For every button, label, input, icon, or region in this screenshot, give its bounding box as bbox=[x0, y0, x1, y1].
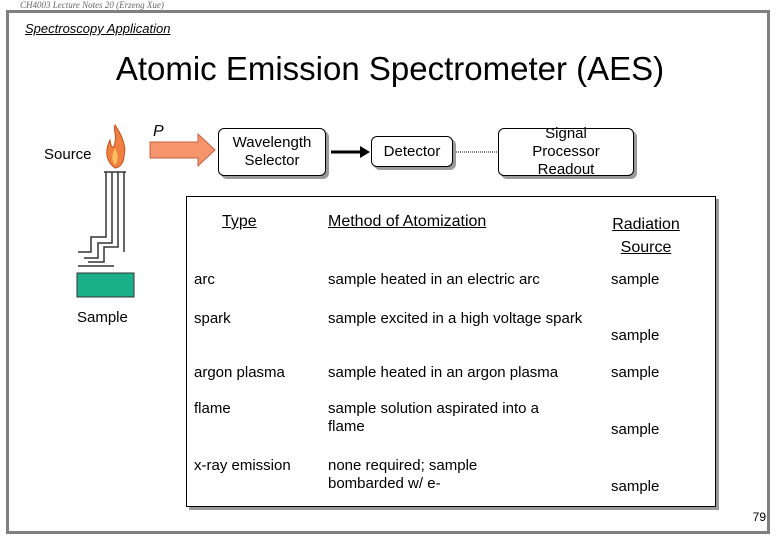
flame-icon bbox=[106, 123, 126, 169]
row-flame-type: flame bbox=[194, 400, 231, 417]
signal-processor-label: Signal Processor Readout bbox=[532, 125, 600, 178]
row-xray-method: none required; sample bombarded w/ e- bbox=[328, 457, 478, 492]
arrow-right-icon bbox=[360, 146, 370, 158]
emission-arrow-icon bbox=[149, 132, 216, 168]
outer-tube-left bbox=[78, 172, 107, 253]
wavelength-selector-label: Wavelength Selector bbox=[232, 134, 312, 169]
page-title: Atomic Emission Spectrometer (AES) bbox=[115, 50, 665, 87]
source-label: Source bbox=[44, 146, 92, 163]
sample-beaker bbox=[76, 272, 135, 298]
p-label: P bbox=[153, 123, 164, 140]
inner-tube-right bbox=[88, 172, 119, 263]
column-header-type: Type bbox=[222, 213, 257, 230]
wavelength-selector-box: Wavelength Selector bbox=[218, 128, 326, 176]
page-number: 79 bbox=[752, 510, 766, 524]
section-title: Spectroscopy Application bbox=[25, 21, 171, 36]
signal-processor-box: Signal Processor Readout bbox=[498, 125, 634, 178]
column-header-radiation: Radiation Source bbox=[612, 216, 680, 256]
row-flame-radiation: sample bbox=[611, 421, 660, 438]
row-spark-radiation: sample bbox=[611, 327, 660, 344]
row-argon-radiation: sample bbox=[611, 364, 660, 381]
row-xray-type: x-ray emission bbox=[194, 457, 291, 474]
row-arc-radiation: sample bbox=[611, 271, 660, 288]
slide-frame bbox=[6, 10, 770, 534]
column-header-method: Method of Atomization bbox=[328, 213, 487, 230]
detector-label: Detector bbox=[383, 142, 441, 160]
sample-label: Sample bbox=[77, 309, 128, 326]
aes-type-table bbox=[186, 196, 716, 507]
row-argon-type: argon plasma bbox=[194, 364, 285, 381]
row-argon-method: sample heated in an argon plasma bbox=[328, 364, 559, 381]
row-spark-method: sample excited in a high voltage spark bbox=[328, 310, 583, 327]
detector-box: Detector bbox=[371, 136, 453, 167]
header-note: CH4003 Lecture Notes 20 (Erzeng Xue) bbox=[20, 0, 164, 10]
burner-apparatus bbox=[78, 171, 126, 267]
inner-tube-left bbox=[84, 172, 113, 259]
row-arc-method: sample heated in an electric arc bbox=[328, 271, 540, 288]
row-spark-type: spark bbox=[194, 310, 231, 327]
row-xray-radiation: sample bbox=[611, 478, 660, 495]
row-arc-type: arc bbox=[194, 271, 215, 288]
row-flame-method: sample solution aspirated into a flame bbox=[328, 400, 539, 435]
